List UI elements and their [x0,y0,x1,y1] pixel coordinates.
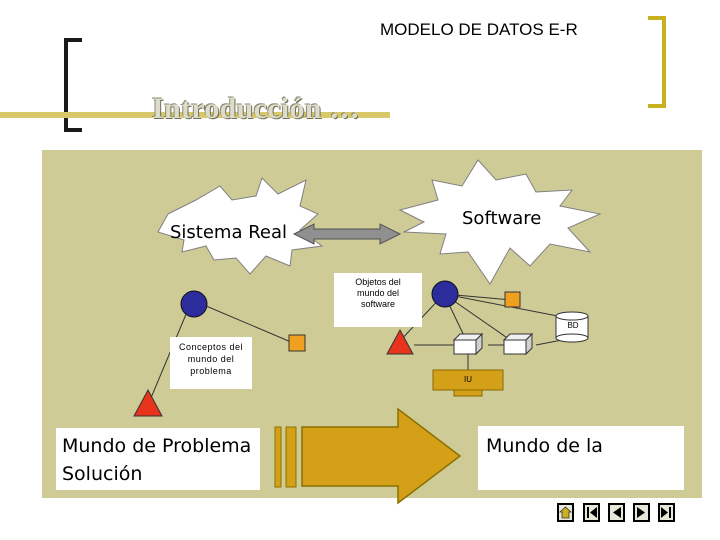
software-burst [398,159,602,285]
home-icon[interactable] [557,503,574,522]
left-bracket [64,38,82,132]
entity-triangle-right [386,328,414,355]
right-bracket [648,16,666,108]
database-cylinder [555,311,589,343]
iu-label: IU [464,375,472,384]
previous-icon[interactable] [608,503,625,522]
mundo-problema-label: Mundo de Problema Solución [56,428,260,490]
title-underline [0,112,390,118]
sistema-real-label: Sistema Real [170,222,288,243]
conceptos-label: Conceptos del mundo del problema [170,337,252,389]
last-icon[interactable] [658,503,675,522]
software-label: Software [462,208,542,229]
mundo-la-label: Mundo de la [478,426,684,490]
sistema-real-burst [157,177,324,275]
bd-label: BD [567,321,579,330]
arrow-bar-1 [274,426,282,488]
slide-title: Introducción … [152,92,360,125]
entity-circle-right [431,280,459,308]
component-box-1 [452,332,484,356]
iu-banner [432,369,504,397]
next-icon[interactable] [633,503,650,522]
first-icon[interactable] [583,503,600,522]
entity-square-right [504,291,521,308]
entity-circle-left [180,290,208,318]
header-title: MODELO DE DATOS E-R [380,20,578,39]
component-box-2 [502,332,534,356]
objetos-label: Objetos del mundo del software [334,273,422,327]
big-arrow [301,407,462,505]
entity-square-left [288,334,306,352]
double-arrow [292,223,402,245]
arrow-bar-2 [285,426,297,488]
entity-triangle-left [133,388,163,417]
